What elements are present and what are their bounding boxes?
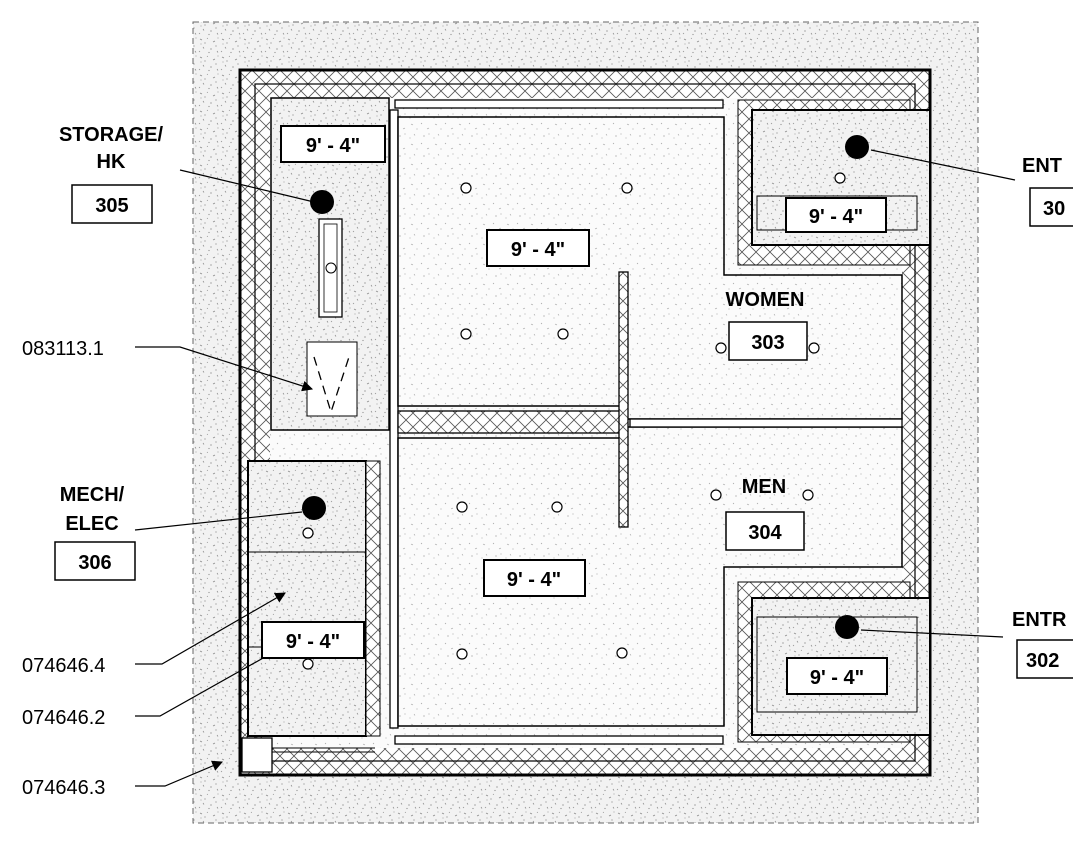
room-number-mech: 306 (78, 552, 111, 574)
room-name-men: MEN (742, 476, 786, 498)
ceiling-tag-entry-bottom: 9' - 4" (810, 667, 864, 689)
keynote-074646-2: 074646.2 (22, 707, 105, 729)
room-name-mech-2: ELEC (65, 513, 118, 535)
ceiling-tag-women: 9' - 4" (511, 239, 565, 261)
room-name-women: WOMEN (726, 289, 805, 311)
ceiling-height-tags: 9' - 4" 9' - 4" 9' - 4" 9' - 4" 9' - 4" … (261, 125, 888, 695)
ceiling-tag-entry-top: 9' - 4" (809, 206, 863, 228)
room-name-mech-1: MECH/ (60, 484, 125, 506)
room-number-storage: 305 (95, 195, 128, 217)
room-name-storage-1: STORAGE/ (59, 124, 164, 146)
storage-shelf (318, 218, 343, 318)
keynote-083113-1: 083113.1 (22, 338, 104, 360)
room-name-entry-bottom: ENTR (1012, 609, 1067, 631)
room-number-men: 304 (748, 522, 782, 544)
ceiling-tag-men: 9' - 4" (507, 569, 561, 591)
room-name-entry-top: ENT (1022, 155, 1062, 177)
ceiling-tag-mech: 9' - 4" (286, 631, 340, 653)
room-tag-dots (302, 135, 869, 639)
access-panel (306, 341, 358, 417)
room-number-women: 303 (751, 332, 784, 354)
room-number-entry-top: 30 (1043, 198, 1065, 220)
floor-drain-icon (325, 262, 337, 274)
room-name-storage-2: HK (97, 151, 126, 173)
keynote-074646-3: 074646.3 (22, 777, 105, 799)
keynote-074646-4: 074646.4 (22, 655, 105, 677)
ceiling-tag-storage: 9' - 4" (306, 135, 360, 157)
room-number-entry-bottom: 302 (1026, 650, 1059, 672)
